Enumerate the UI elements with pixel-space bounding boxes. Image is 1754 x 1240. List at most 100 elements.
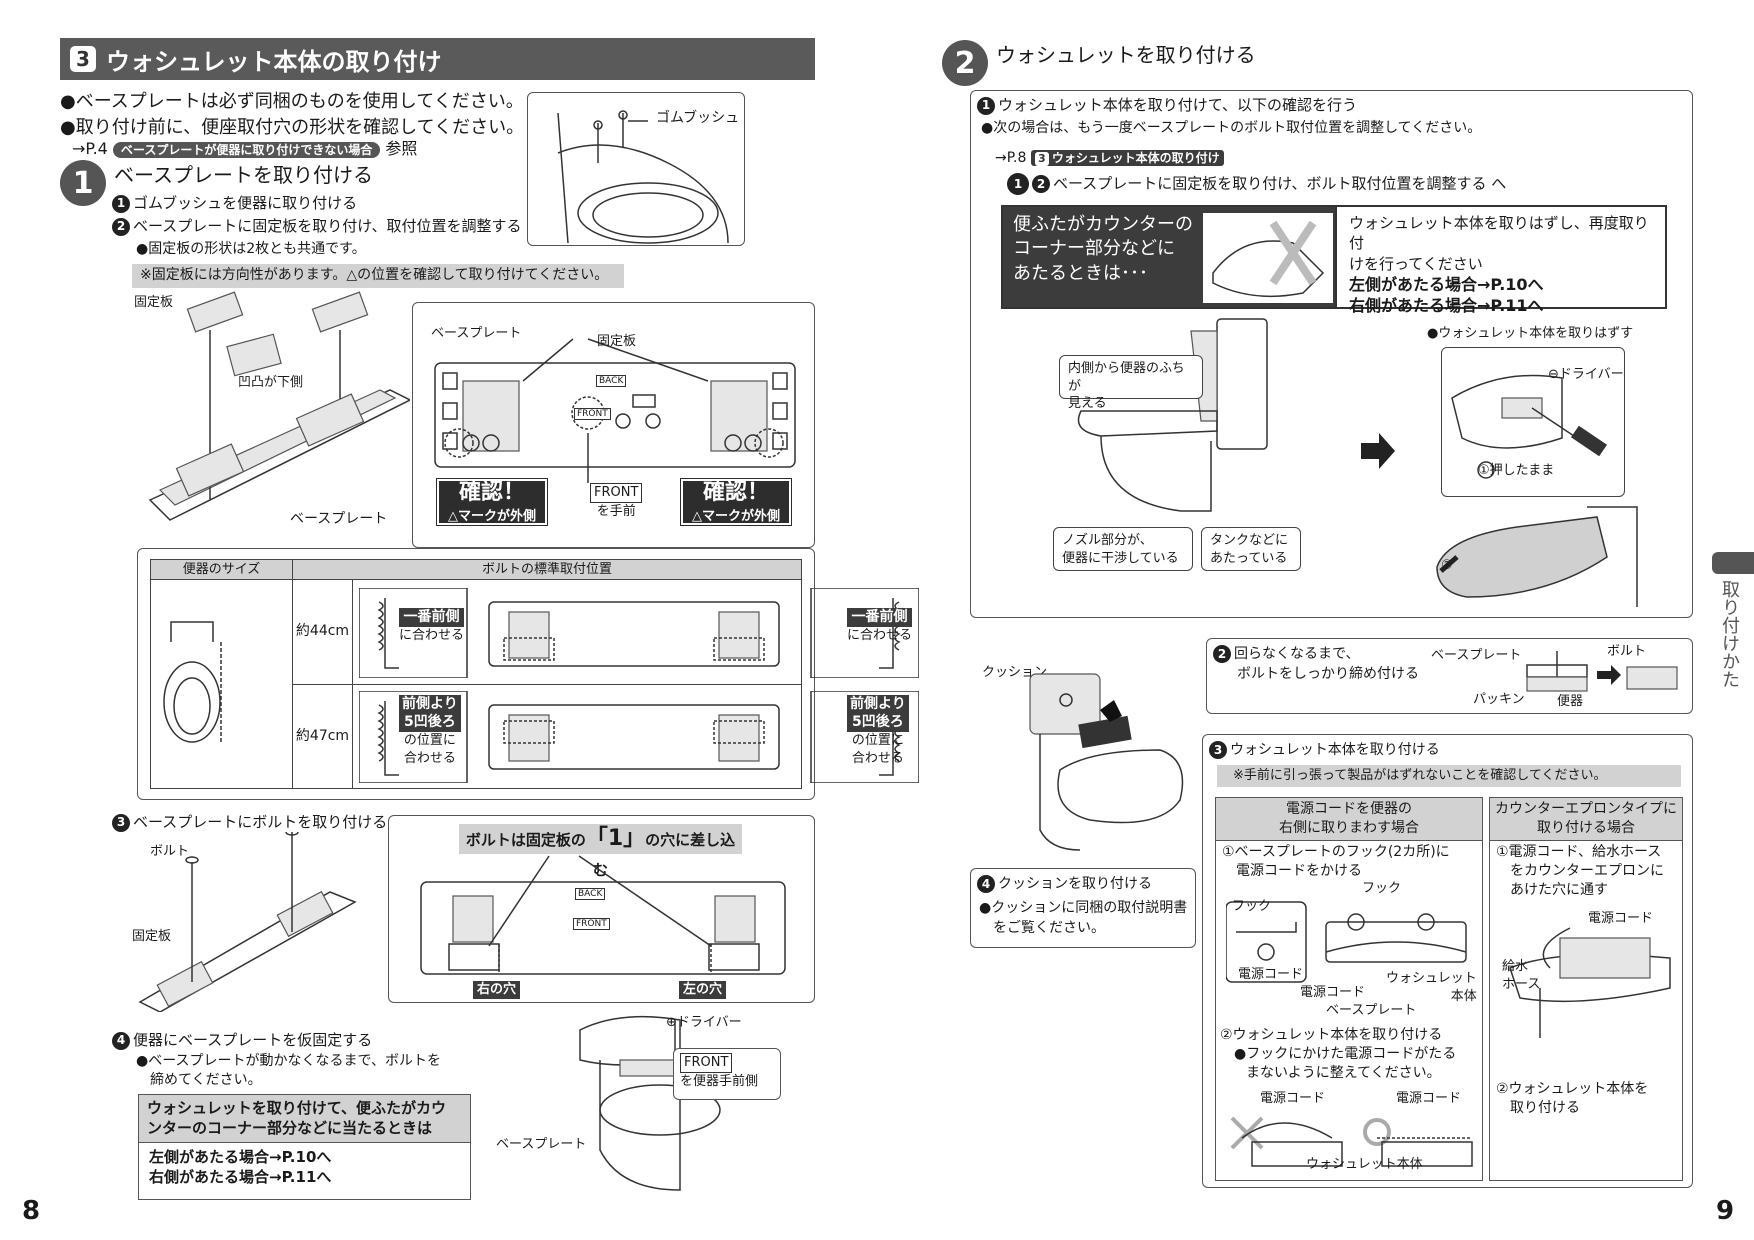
table-head-size: 便器のサイズ (150, 558, 293, 581)
packing-label: パッキン (1473, 692, 1525, 707)
power-cord-label-1: 電源コード (1238, 967, 1304, 982)
col2-box: カウンターエプロンタイプに取り付ける場合 ①電源コード、給水ホース をカウンター… (1489, 797, 1683, 1181)
power-cord-label-4: 電源コード (1396, 1091, 1462, 1106)
washlet-body-label: ウォシュレット本体 (1386, 971, 1477, 1004)
baseplate-label-1: ベースプレート (290, 511, 388, 527)
confirm-badge-left: 確認！ △マークが外側 (436, 478, 548, 526)
bolt-banner: ボルトは固定板の「1」の穴に差し込む (459, 824, 742, 879)
page-number-left: 8 (22, 1196, 41, 1226)
power-cord-label-2: 電源コード (1300, 985, 1366, 1000)
row1-right-bold: 一番前側 (847, 608, 913, 627)
row1-left-sub: に合わせる (399, 627, 465, 643)
redo-left: 左側があたる場合→P.10へ (1349, 274, 1544, 294)
washlet-body-label-2: ウォシュレット本体 (1306, 1157, 1423, 1172)
warning-box-left: ウォシュレットを取り付けて、便ふたがカウ ンターのコーナー部分などに当たるときは… (138, 1094, 471, 1200)
step-two-label: ② (1441, 558, 1453, 573)
washlet-remove-illustration: ② (1427, 497, 1647, 609)
bubble-inner: 内側から便器のふちが見える (1059, 355, 1203, 411)
bullet-check-hole: ●取り付け前に、便座取付穴の形状を確認してください。 (60, 117, 525, 138)
koteiban-label-3: 固定板 (132, 929, 172, 944)
toilet-side-illustration (1041, 311, 1281, 531)
bolt-position-table: 便器のサイズ ボルトの標準取付位置 約44cm 一番前側 (137, 548, 920, 800)
row2-left-bold2: 5凹後ろ (399, 713, 461, 733)
supply-hose-label: 給水ホース (1502, 959, 1541, 992)
row2-left-sub1: の位置に (403, 733, 456, 749)
step-c-caution: ※手前に引っ張って製品がはずれないことを確認してください。 (1217, 765, 1681, 787)
plate-front-label-2: FRONT (573, 918, 610, 930)
koteiban-label: 固定板 (134, 295, 174, 310)
plate-back-label-2: BACK (575, 888, 606, 900)
remove-illustration: ⊖ドライバー ①押したまま (1441, 347, 1625, 497)
bubble-tank: タンクなどにあたっている (1201, 527, 1301, 571)
power-cord-label-5: 電源コード (1588, 911, 1654, 926)
step1-badge: 1 (60, 160, 106, 206)
col2-step2b: 取り付ける (1510, 1099, 1580, 1116)
dark-condition-box: 便ふたがカウンターの コーナー部分などに あたるときは･･･ (1001, 205, 1337, 309)
bolt-hole-box: ボルトは固定板の「1」の穴に差し込む BACK FRONT 右の穴 左の穴 (388, 815, 815, 1003)
page-reference: →P.4 ベースプレートが便器に取り付けできない場合 参照 (72, 139, 418, 159)
baseplate-label-2: ベースプレート (431, 326, 522, 341)
minus-driver-label: ⊖ドライバー (1548, 367, 1624, 382)
col2-step1a: ①電源コード、給水ホース (1496, 843, 1662, 860)
bolt-plate-illustration (130, 828, 360, 1013)
col1-step2-note1: ●フックにかけた電源コードがたる (1234, 1045, 1457, 1062)
baseplate-label-3: ベースプレート (496, 1137, 587, 1152)
plate-back-label: BACK (596, 375, 627, 387)
row2-size: 約47cm (292, 683, 353, 790)
row2-right-sub2: 合わせる (851, 750, 904, 766)
col2-step2a: ②ウォシュレット本体を (1496, 1081, 1649, 1097)
left-hole-label: 左の穴 (679, 981, 727, 999)
step1-title: ベースプレートを取り付ける (114, 163, 373, 187)
row1-size: 約44cm (292, 579, 353, 685)
step2-title: ウォシュレットを取り付ける (996, 43, 1256, 67)
bubble-nozzle: ノズル部分が、便器に干渉している (1053, 527, 1193, 571)
row2-left-sub2: 合わせる (403, 750, 456, 766)
row2-left-bold1: 前側より (399, 694, 461, 714)
warning-left-line: 左側があたる場合→P.10へ (149, 1147, 332, 1166)
benki-label: 便器 (1557, 694, 1584, 709)
gom-bush-label: ゴムブッシュ (656, 110, 740, 126)
plate-top-view-box: ベースプレート 固定板 BACK FRONT 確認！ △マークが外側 確認！ △… (412, 302, 815, 548)
front-note-box: FRONT を便器手前側 (673, 1048, 781, 1100)
row1-right-sub: に合わせる (847, 627, 913, 643)
hook-label-2: フック (1362, 881, 1402, 896)
step-b-title2: ボルトをしっかり締め付ける (1237, 666, 1419, 682)
step-d-note1: ●クッションに同梱の取付説明書 (979, 900, 1188, 916)
redo-box: ウォシュレット本体を取りはずし、再度取り付 けを行ってください 左側があたる場合… (1337, 205, 1667, 315)
bolt-label-r: ボルト (1607, 644, 1647, 659)
row1-left-bold: 一番前側 (399, 608, 465, 627)
baseplate-label-r: ベースプレート (1431, 648, 1522, 663)
remove-note: ●ウォシュレット本体を取りはずす (1427, 326, 1634, 341)
col2-step1c: あけた穴に通す (1510, 881, 1608, 898)
step2-badge: 2 (942, 40, 988, 86)
redo-right: 右側があたる場合→P.11へ (1349, 296, 1544, 316)
baseplate-assembly-illustration (130, 290, 412, 530)
toilet-seat-icon-cell (150, 579, 293, 789)
press-label: ①押したまま (1478, 463, 1555, 478)
warning-box-head: ウォシュレットを取り付けて、便ふたがカウ ンターのコーナー部分などに当たるときは (139, 1095, 470, 1143)
condition-photo (1203, 213, 1333, 303)
toilet-washlet-illustration (1010, 660, 1200, 860)
row1-diagram: 一番前側 に合わせる 一番前側 に合わせる (358, 587, 920, 679)
page-number-right: 9 (1716, 1196, 1735, 1226)
section-title: ウォシュレット本体の取り付け (106, 47, 442, 76)
warning-right-line: 右側があたる場合→P.11へ (149, 1167, 332, 1186)
power-cord-label-3: 電源コード (1260, 1091, 1326, 1106)
right-arrow-icon (1361, 431, 1397, 475)
bolt-label: ボルト (150, 844, 190, 859)
row2-right-bold1: 前側より (847, 694, 909, 714)
step4-note2: 締めてください。 (150, 1072, 262, 1088)
check-note: ●次の場合は、もう一度ベースプレートのボルト取付位置を調整してください。 (981, 120, 1482, 136)
